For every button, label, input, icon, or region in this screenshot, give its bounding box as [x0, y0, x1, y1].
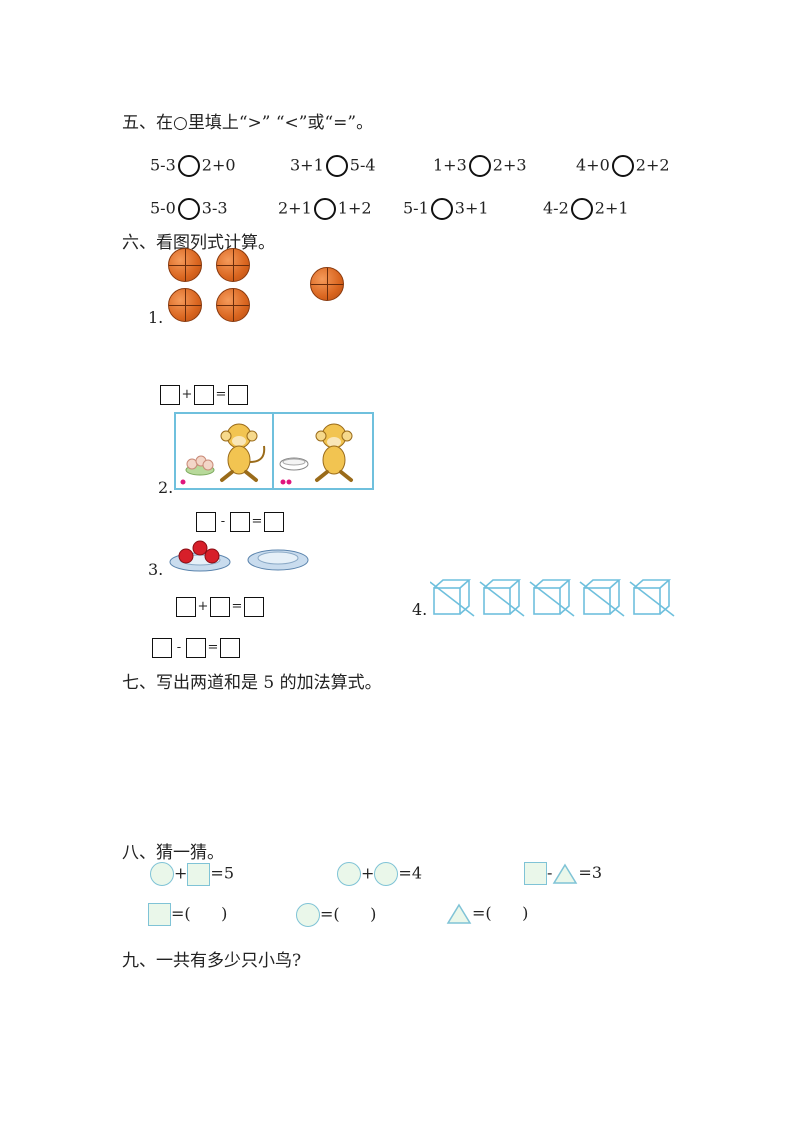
- minus-sign: -: [176, 640, 182, 655]
- answer-box[interactable]: [152, 637, 172, 658]
- answer-circle[interactable]: [570, 198, 593, 220]
- left-expression: 5-1: [403, 198, 429, 218]
- section-8-title: 八、猜一猜。: [122, 843, 224, 863]
- circle-shape: [296, 903, 320, 927]
- right-expression: 3-3: [201, 198, 228, 218]
- left-expression: 4+0: [576, 155, 610, 175]
- cubes-picture: [430, 579, 675, 617]
- right-expression: 2+0: [201, 155, 236, 175]
- compare-item: 2+1 1+2: [278, 198, 372, 220]
- item-number: 3.: [148, 560, 164, 579]
- plus-sign: +: [361, 863, 375, 883]
- item-number: 1.: [148, 308, 164, 327]
- answer-blank[interactable]: =( ): [472, 903, 529, 923]
- left-expression: 5-0: [150, 198, 176, 218]
- basketball-image: [216, 288, 250, 322]
- equation-boxes: +=: [176, 596, 264, 617]
- left-expression: 3+1: [290, 155, 324, 175]
- equation-boxes: -=: [152, 637, 240, 658]
- left-expression: 5-3: [150, 155, 176, 175]
- answer-box[interactable]: [186, 637, 206, 658]
- apple-plates-picture: [169, 540, 309, 572]
- answer-box[interactable]: [230, 511, 250, 532]
- guess-equation: + =5: [150, 862, 234, 886]
- answer-circle[interactable]: [177, 155, 200, 177]
- left-expression: 1+3: [433, 155, 467, 175]
- answer-box[interactable]: [194, 384, 214, 405]
- plus-sign: +: [181, 387, 193, 402]
- compare-item: 5-3 2+0: [150, 155, 236, 177]
- answer-box[interactable]: [220, 637, 240, 658]
- equation-boxes: -=: [196, 511, 284, 532]
- answer-circle[interactable]: [430, 198, 453, 220]
- answer-circle[interactable]: [468, 155, 491, 177]
- left-expression: 4-2: [543, 198, 569, 218]
- answer-box[interactable]: [196, 511, 216, 532]
- right-expression: 2+2: [635, 155, 670, 175]
- section-6-title: 六、看图列式计算。: [122, 233, 275, 253]
- guess-equation: - =3: [524, 862, 602, 885]
- answer-box[interactable]: [210, 596, 230, 617]
- answer-box[interactable]: [244, 596, 264, 617]
- answer-circle[interactable]: [611, 155, 634, 177]
- plus-sign: +: [174, 863, 188, 883]
- guess-answer: =( ): [296, 903, 376, 927]
- square-shape: [187, 862, 211, 886]
- plus-sign: +: [197, 599, 209, 614]
- equals-sign: =: [215, 387, 227, 402]
- answer-circle[interactable]: [177, 198, 200, 220]
- compare-item: 1+3 2+3: [433, 155, 527, 177]
- minus-sign: -: [547, 863, 553, 882]
- equation-boxes: +=: [160, 384, 248, 405]
- basketball-image: [168, 248, 202, 282]
- answer-blank[interactable]: =( ): [171, 904, 228, 923]
- section-5-title: 五、在○里填上“>” “<”或“=”。: [122, 113, 374, 133]
- right-expression: 1+2: [337, 198, 372, 218]
- square-shape: [524, 862, 547, 885]
- circle-shape: [337, 862, 361, 886]
- guess-answer: =( ): [148, 903, 227, 926]
- right-expression: 2+3: [492, 155, 527, 175]
- item-number: 2.: [158, 478, 174, 497]
- equals-sign: =: [207, 640, 219, 655]
- answer-box[interactable]: [176, 596, 196, 617]
- answer-circle[interactable]: [313, 198, 336, 220]
- answer-box[interactable]: [160, 384, 180, 405]
- compare-item: 3+1 5-4: [290, 155, 376, 177]
- circle-shape: [150, 862, 174, 886]
- triangle-shape: [446, 903, 472, 924]
- compare-item: 4-2 2+1: [543, 198, 629, 220]
- right-expression: 5-4: [349, 155, 376, 175]
- guess-answer: =( ): [446, 903, 528, 925]
- minus-sign: -: [220, 514, 226, 529]
- equation-result: =5: [210, 863, 234, 883]
- monkey-picture: [174, 412, 374, 490]
- compare-item: 4+0 2+2: [576, 155, 670, 177]
- guess-equation: + =4: [337, 862, 422, 886]
- answer-box[interactable]: [228, 384, 248, 405]
- circle-shape: [374, 862, 399, 886]
- compare-item: 5-1 3+1: [403, 198, 489, 220]
- equation-result: =4: [398, 863, 422, 883]
- triangle-shape: [553, 863, 578, 884]
- basketball-image: [310, 267, 344, 301]
- right-expression: 3+1: [454, 198, 489, 218]
- answer-circle[interactable]: [325, 155, 348, 177]
- left-expression: 2+1: [278, 198, 312, 218]
- section-7-title: 七、写出两道和是 5 的加法算式。: [122, 673, 382, 693]
- equation-result: =3: [578, 863, 602, 882]
- square-shape: [148, 903, 171, 926]
- answer-box[interactable]: [264, 511, 284, 532]
- answer-blank[interactable]: =( ): [320, 904, 377, 924]
- compare-item: 5-0 3-3: [150, 198, 228, 220]
- basketball-image: [216, 248, 250, 282]
- equals-sign: =: [251, 514, 263, 529]
- basketball-image: [168, 288, 202, 322]
- section-9-title: 九、一共有多少只小鸟?: [122, 951, 302, 971]
- right-expression: 2+1: [594, 198, 629, 218]
- equals-sign: =: [231, 599, 243, 614]
- item-number: 4.: [412, 600, 428, 619]
